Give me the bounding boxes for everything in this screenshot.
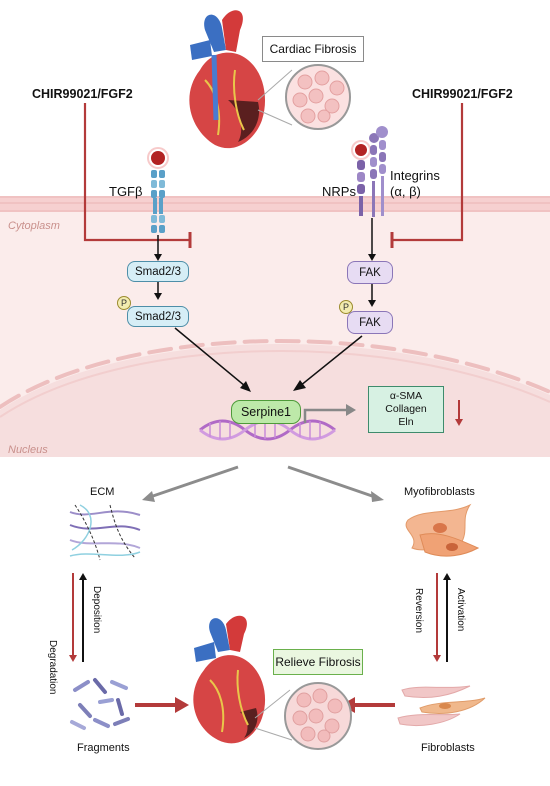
transcription-arrow [303,408,348,423]
target-gene-collagen: Collagen [385,403,427,415]
cytoplasm-label: Cytoplasm [8,220,60,232]
target-gene-eln: Eln [398,416,414,428]
tgfb-receptor [147,147,169,233]
ecm-fibers-image [69,504,141,561]
relieve-fibrosis-box: Relieve Fibrosis [273,649,363,675]
myofibroblasts-image [405,503,480,557]
nucleus-label: Nucleus [8,444,48,456]
serpine1-node: Serpine1 [231,400,301,424]
degradation-label: Degradation [47,640,58,695]
nrps-label: NRPs [322,184,356,199]
inhibition-line-left [83,103,190,242]
fak-node: FAK [347,261,393,284]
arrow-fak-serpine [299,335,363,387]
phospho-fak-node: FAK [347,311,393,334]
heart-relieved-icon [193,615,266,744]
fragments-image [70,678,130,730]
fibroblasts-image [397,685,486,727]
target-gene-asma: α-SMA [389,390,423,402]
deposition-label: Deposition [91,586,102,634]
arrow-to-myofibroblasts [287,465,376,499]
fragments-label: Fragments [77,742,130,754]
reversion-label: Reversion [413,588,424,634]
target-genes-box: α-SMA Collagen Eln [368,386,444,433]
drug-label-right: CHIR99021/FGF2 [412,87,513,101]
myofibroblasts-label: Myofibroblasts [404,486,475,498]
fibroblasts-label: Fibroblasts [421,742,475,754]
cardiac-fibrosis-box: Cardiac Fibrosis [262,36,364,62]
phospho-badge-smad: P [117,296,131,310]
arrow-to-ecm [149,465,239,499]
smad-node: Smad2/3 [127,261,189,282]
phospho-badge-fak: P [339,300,353,314]
ecm-label: ECM [90,486,115,498]
phospho-smad-node: Smad2/3 [127,306,189,327]
arrow-smad-serpine [174,327,246,387]
cell-membrane [0,196,550,212]
heart-fibrosis-icon [189,10,266,149]
tgfb-label: TGFβ [109,184,143,199]
inhibition-line-right [392,103,464,242]
nuclear-envelope [0,339,550,409]
activation-label: Activation [455,588,466,632]
nuclear-envelope-inner [0,350,550,418]
drug-label-left: CHIR99021/FGF2 [32,87,133,101]
integrins-receptor [369,126,388,217]
integrins-subunits-label: (α, β) [390,184,421,199]
integrins-label: Integrins [390,168,440,183]
